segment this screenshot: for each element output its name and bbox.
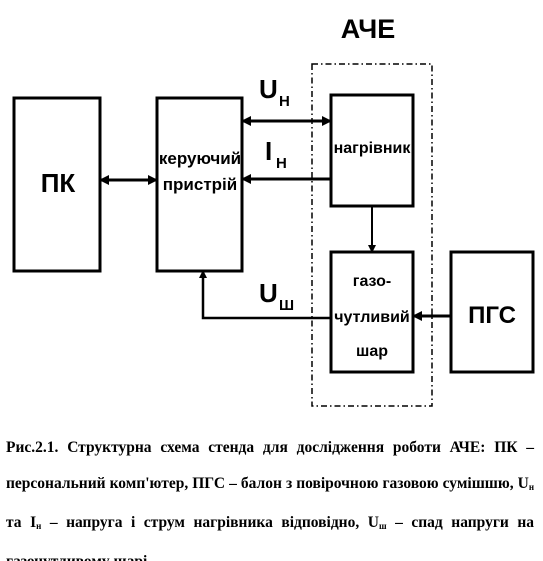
caption-sub2: н — [36, 521, 42, 531]
ache-group-boundary — [311, 63, 433, 407]
ih-main: I — [265, 136, 272, 166]
heater-block: нагрівник — [329, 93, 415, 208]
ush-signal-label: U Ш — [259, 278, 294, 314]
ush-main: U — [259, 278, 278, 308]
sensor-label-line3: шар — [356, 343, 388, 360]
sensor-label-line2: чутливий — [334, 309, 410, 326]
caption-sub3: ш — [378, 521, 387, 531]
figure-caption: Рис.2.1. Структурна схема стенда для дос… — [6, 430, 534, 561]
caption-title: Рис.2.1. Структурна схема стенда для дос… — [6, 439, 486, 456]
gas-cylinder-block: ПГС — [449, 250, 535, 374]
ache-label: АЧЕ — [341, 14, 395, 44]
gas-sensitive-layer-block: газо- чутливий шар — [329, 250, 415, 374]
uh-main: U — [259, 74, 278, 104]
block-diagram: АЧЕ ПК керуючий пристрій нагрівник газо-… — [12, 14, 535, 407]
ush-sub: Ш — [279, 297, 294, 314]
ush-arrow — [199, 270, 331, 320]
ih-sub: Н — [276, 155, 287, 172]
caption-part4: – спад напруги на газочутливому шарі. — [6, 514, 535, 561]
controller-label-line1: керуючий — [159, 149, 241, 168]
pc-block: ПК — [12, 96, 102, 273]
pc-label: ПК — [41, 168, 76, 198]
heater-label: нагрівник — [334, 140, 412, 157]
ih-signal-label: I Н — [265, 136, 287, 172]
caption-part1: ПК – персональний комп'ютер, ПГС – балон… — [6, 439, 535, 492]
controller-block: керуючий пристрій — [155, 96, 244, 273]
gas-label: ПГС — [468, 302, 516, 329]
caption-part2: та I — [6, 514, 37, 531]
uh-sub: Н — [279, 93, 290, 110]
caption-sub1: н — [528, 482, 534, 492]
controller-label-line2: пристрій — [163, 175, 237, 194]
sensor-label-line1: газо- — [353, 273, 391, 290]
caption-part3: – напруга і струм нагрівника відповідно,… — [41, 514, 379, 531]
uh-signal-label: U Н — [259, 74, 290, 110]
